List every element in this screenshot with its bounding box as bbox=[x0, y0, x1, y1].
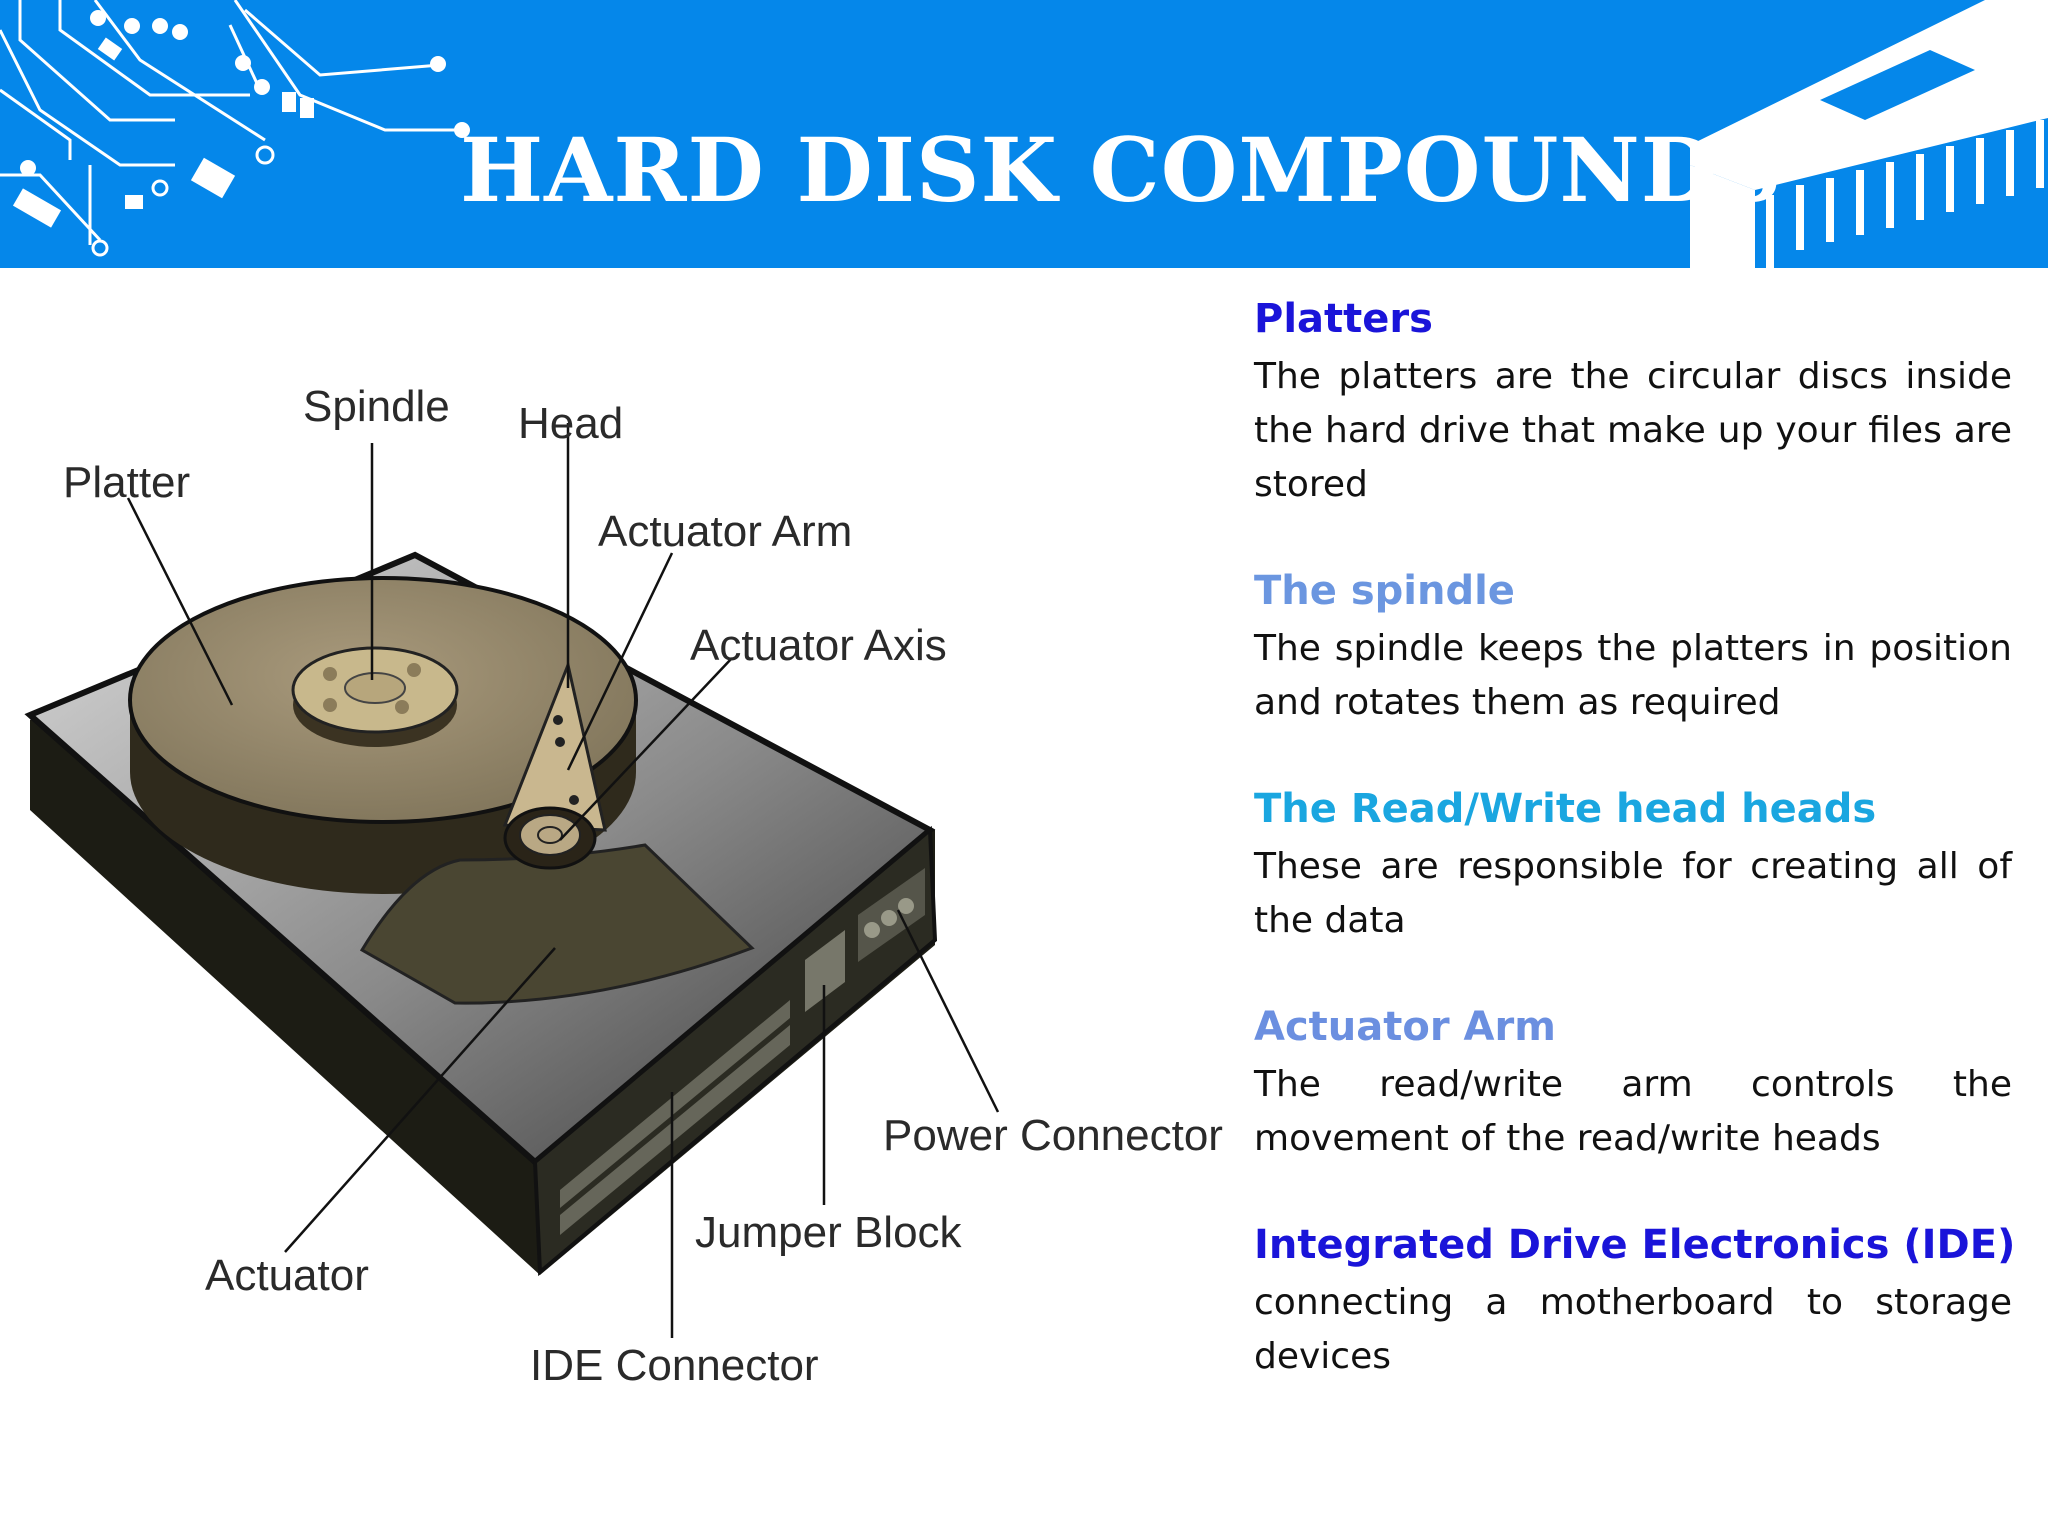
header-banner: HARD DISK COMPOUNDS bbox=[0, 0, 2048, 268]
spindle-shape bbox=[291, 646, 459, 747]
section-heading: Integrated Drive Electronics (IDE) bbox=[1254, 1222, 2016, 1268]
section-heading: The spindle bbox=[1254, 568, 1515, 614]
label-platter: Platter bbox=[63, 458, 190, 507]
section-text: The spindle keeps the platters in positi… bbox=[1254, 628, 2012, 723]
jumper-block-shape bbox=[805, 930, 845, 1012]
section-spindle: The spindle The spindle keeps the platte… bbox=[1254, 564, 2012, 730]
section-text: The platters are the circular discs insi… bbox=[1254, 356, 2012, 505]
label-power-connector: Power Connector bbox=[883, 1111, 1223, 1160]
hard-disk-diagram: Platter Spindle Head Actuator Arm Actuat… bbox=[24, 382, 1223, 1390]
leader-lines bbox=[126, 423, 1000, 1338]
section-text: connecting a motherboard to storage devi… bbox=[1254, 1282, 2012, 1377]
section-heading: Actuator Arm bbox=[1254, 1004, 1556, 1050]
section-text: These are responsible for creating all o… bbox=[1254, 846, 2012, 941]
label-head: Head bbox=[518, 399, 623, 448]
section-read-write-head: The Read/Write head heads These are resp… bbox=[1254, 782, 2012, 948]
section-heading: The Read/Write head heads bbox=[1254, 786, 1877, 832]
circuit-decoration-icon bbox=[0, 0, 470, 257]
page-title: HARD DISK COMPOUNDS bbox=[460, 118, 1783, 222]
label-jumper-block: Jumper Block bbox=[695, 1208, 963, 1257]
label-actuator-axis: Actuator Axis bbox=[690, 621, 947, 670]
section-ide: Integrated Drive Electronics (IDE) conne… bbox=[1254, 1218, 2016, 1384]
label-actuator: Actuator bbox=[205, 1251, 369, 1300]
label-ide-connector: IDE Connector bbox=[530, 1341, 819, 1390]
label-spindle: Spindle bbox=[303, 382, 450, 431]
power-connector-shape bbox=[858, 868, 925, 962]
section-actuator-arm: Actuator Arm The read/write arm controls… bbox=[1254, 1000, 2012, 1166]
section-platters: Platters The platters are the circular d… bbox=[1254, 292, 2012, 512]
actuator-arm-shape bbox=[502, 659, 607, 870]
ide-connector-shape bbox=[560, 1000, 790, 1235]
microchip-icon bbox=[1690, 0, 2048, 268]
section-text: The read/write arm controls the movement… bbox=[1254, 1064, 2012, 1159]
section-heading: Platters bbox=[1254, 296, 1433, 342]
component-descriptions: Platters The platters are the circular d… bbox=[1254, 292, 2016, 1436]
label-actuator-arm: Actuator Arm bbox=[598, 507, 852, 556]
